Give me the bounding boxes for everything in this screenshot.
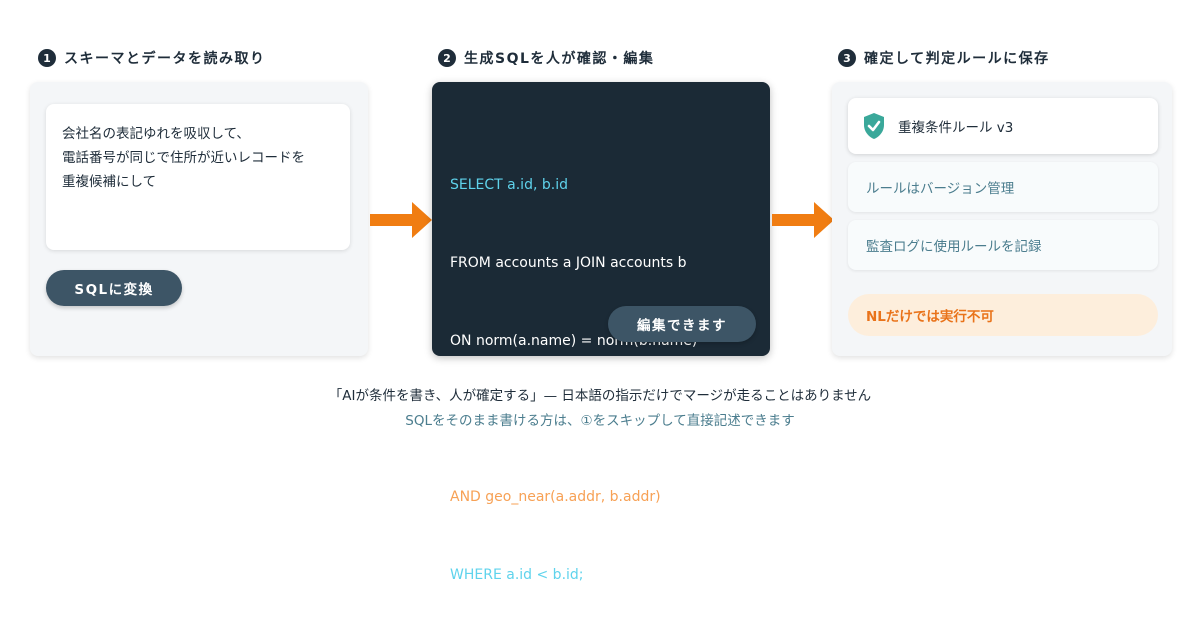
step-2-title: 2 生成SQLを人が確認・編集 bbox=[438, 48, 654, 68]
step-3-number: 3 bbox=[838, 49, 856, 67]
caption-note: SQLをそのまま書ける方は、①をスキップして直接記述できます bbox=[405, 413, 795, 429]
input-panel: 会社名の表記ゆれを吸収して、 電話番号が同じで住所が近いレコードを 重複候補にし… bbox=[30, 82, 368, 356]
rule-feature-audit-log: 監査ログに使用ルールを記録 bbox=[848, 220, 1158, 270]
arrow-right-icon bbox=[370, 202, 432, 238]
caption-main: 「AIが条件を書き、人が確定する」— 日本語の指示だけでマージが走ることはありま… bbox=[328, 388, 872, 404]
step-1-label: スキーマとデータを読み取り bbox=[64, 51, 266, 67]
rule-name: 重複条件ルール v3 bbox=[898, 120, 1014, 136]
rule-feature-label: 監査ログに使用ルールを記録 bbox=[866, 239, 1042, 255]
sql-line: WHERE a.id < b.id; bbox=[450, 567, 584, 583]
rule-panel: 重複条件ルール v3 ルールはバージョン管理 監査ログに使用ルールを記録 NLだ… bbox=[832, 82, 1172, 356]
input-line-3: 重複候補にして bbox=[62, 174, 157, 190]
sql-line: AND a.tel = b.tel bbox=[450, 411, 569, 427]
step-3-title: 3 確定して判定ルールに保存 bbox=[838, 48, 1050, 68]
warning-label: NLだけでは実行不可 bbox=[866, 309, 994, 325]
shield-check-icon bbox=[864, 113, 884, 139]
rule-card[interactable]: 重複条件ルール v3 bbox=[848, 98, 1158, 154]
step-2-number: 2 bbox=[438, 49, 456, 67]
rule-feature-versioning: ルールはバージョン管理 bbox=[848, 162, 1158, 212]
step-1-title: 1 スキーマとデータを読み取り bbox=[38, 48, 266, 68]
rule-feature-label: ルールはバージョン管理 bbox=[866, 181, 1015, 197]
sql-line: SELECT a.id, b.id bbox=[450, 177, 568, 193]
input-line-2: 電話番号が同じで住所が近いレコードを bbox=[62, 150, 305, 166]
sql-line: FROM accounts a JOIN accounts b bbox=[450, 255, 687, 271]
sql-editor-panel[interactable]: SELECT a.id, b.id FROM accounts a JOIN a… bbox=[432, 82, 770, 583]
convert-to-sql-button[interactable]: SQLに変換 bbox=[46, 270, 182, 306]
arrow-right-icon bbox=[772, 202, 834, 238]
natural-language-input[interactable]: 会社名の表記ゆれを吸収して、 電話番号が同じで住所が近いレコードを 重複候補にし… bbox=[46, 104, 350, 250]
step-2-label: 生成SQLを人が確認・編集 bbox=[464, 51, 655, 67]
step-3-label: 確定して判定ルールに保存 bbox=[864, 51, 1050, 67]
step-1-number: 1 bbox=[38, 49, 56, 67]
input-line-1: 会社名の表記ゆれを吸収して、 bbox=[62, 126, 250, 142]
sql-line: AND geo_near(a.addr, b.addr) bbox=[450, 489, 661, 505]
edit-button[interactable]: 編集できます bbox=[608, 306, 756, 342]
sql-code[interactable]: SELECT a.id, b.id FROM accounts a JOIN a… bbox=[450, 120, 697, 640]
warning-badge: NLだけでは実行不可 bbox=[848, 294, 1158, 336]
